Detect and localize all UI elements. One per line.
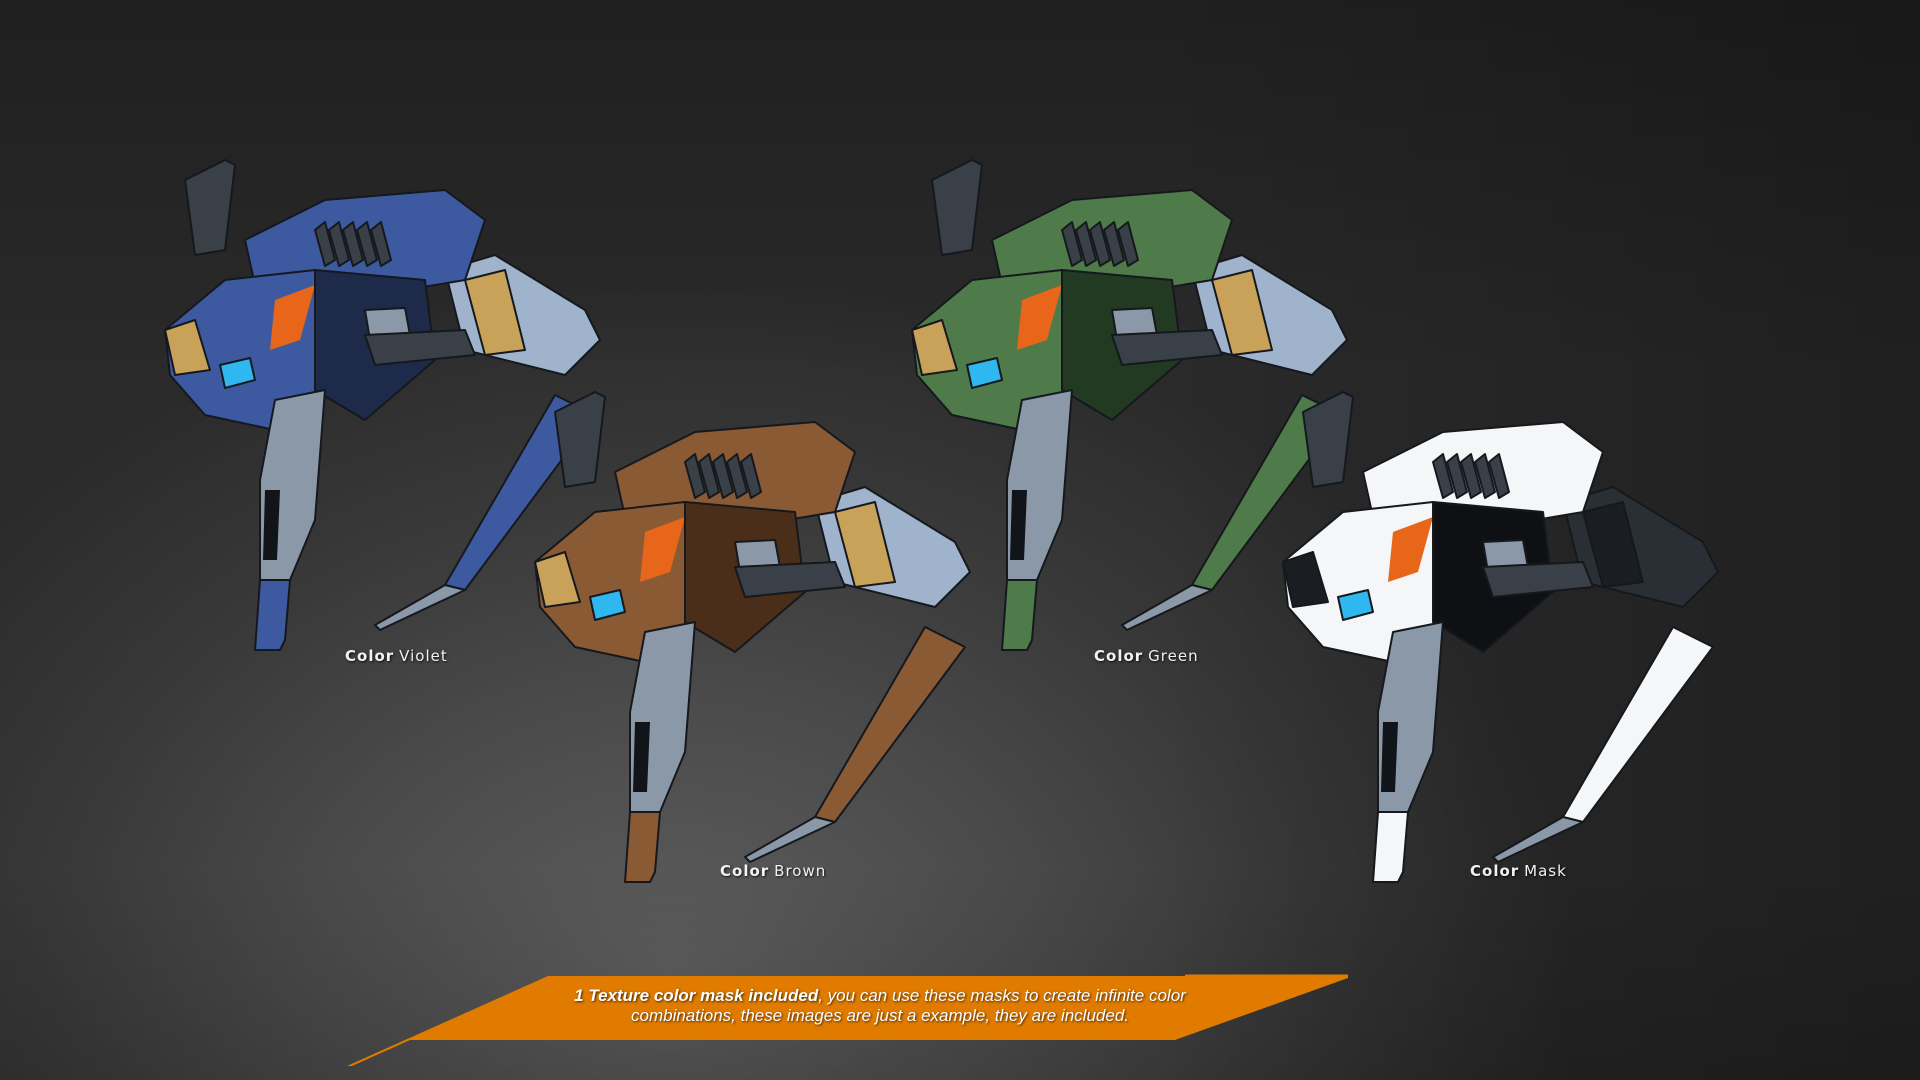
ship-mask [1282,391,1763,932]
banner-line-2: combinations, these images are just a ex… [631,1006,1129,1025]
label-prefix: Color [1470,862,1520,880]
banner-tail-line [347,1040,410,1066]
spaceship-icon [911,159,1348,651]
label-value: Brown [774,862,827,880]
ship-violet [164,159,645,700]
label-prefix: Color [720,862,770,880]
label-value: Violet [399,647,448,665]
label-value: Mask [1524,862,1567,880]
ship-green [911,159,1392,700]
banner-text: 1 Texture color mask included, you can u… [470,986,1290,1026]
label-prefix: Color [1094,647,1144,665]
spaceship-icon [164,159,601,651]
label-prefix: Color [345,647,395,665]
ship-brown [534,391,1015,932]
banner-line-1: 1 Texture color mask included, you can u… [470,986,1290,1006]
spaceship-icon [1282,391,1719,883]
spaceship-icon [534,391,971,883]
label-value: Green [1148,647,1199,665]
banner-bold-text: 1 Texture color mask included [574,986,819,1005]
banner-line-1-rest: , you can use these masks to create infi… [818,986,1186,1005]
